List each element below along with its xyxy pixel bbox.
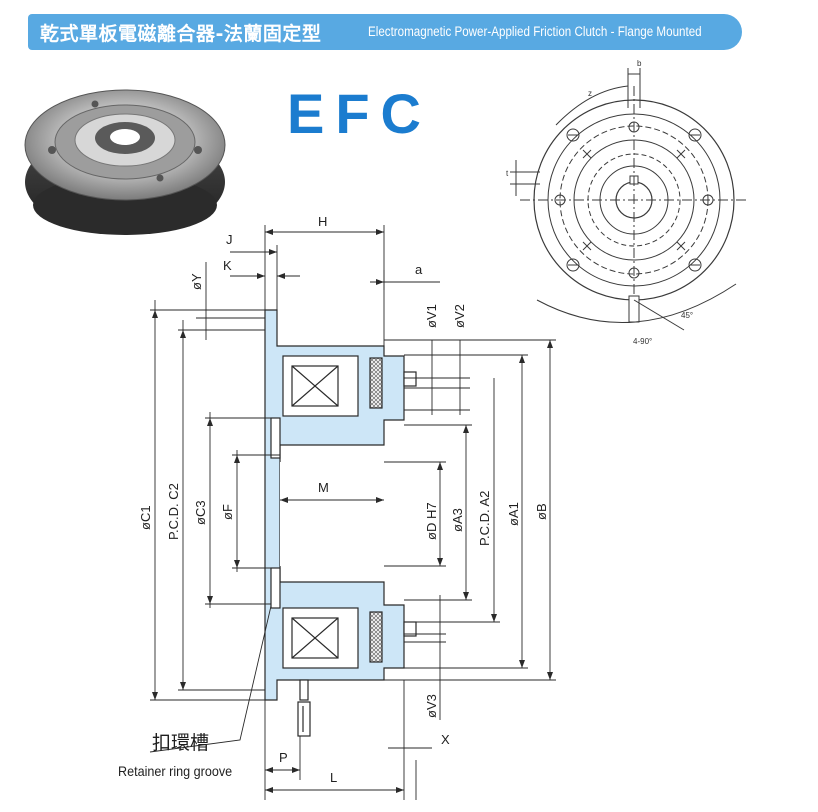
dim-k-label: K: [223, 258, 232, 273]
dim-f-label: øF: [220, 504, 235, 520]
angle-label: 45°: [681, 311, 693, 320]
dim-h-label: H: [318, 214, 327, 229]
dim-c2-label: P.C.D. C2: [166, 483, 181, 540]
dim-a-label: a: [415, 262, 423, 277]
dim-z-label: z: [588, 89, 592, 98]
dim-x-label: X: [441, 732, 450, 747]
dim-a3-label: øA3: [450, 508, 465, 532]
dim-v2-label: øV2: [452, 304, 467, 328]
dim-l-label: L: [330, 770, 337, 785]
dim-m-label: M: [318, 480, 329, 495]
title-english: Electromagnetic Power-Applied Friction C…: [368, 24, 702, 39]
dimension-lines: [149, 225, 556, 800]
title-banner: 乾式單板電磁離合器-法蘭固定型 Electromagnetic Power-Ap…: [28, 14, 742, 50]
dim-v3-label: øV3: [424, 694, 439, 718]
dim-d-label: øD H7: [424, 502, 439, 540]
dim-c1-label: øC1: [138, 505, 153, 530]
section-view-drawing: [264, 309, 417, 737]
retainer-groove-label-zh: 扣環槽: [152, 732, 210, 754]
dimension-arrows: [152, 229, 553, 793]
holes-label: 4-90°: [633, 337, 652, 346]
model-name: EFC: [287, 82, 432, 145]
dim-a1-label: øA1: [506, 502, 521, 526]
product-photo: [24, 89, 226, 235]
dim-j-label: J: [226, 232, 233, 247]
retainer-groove-label-en: Retainer ring groove: [118, 763, 233, 779]
dim-v1-label: øV1: [424, 304, 439, 328]
dim-t-label: t: [506, 169, 509, 178]
dim-a2-label: P.C.D. A2: [477, 491, 492, 546]
front-view-drawing: [510, 68, 748, 331]
title-chinese: 乾式單板電磁離合器-法蘭固定型: [40, 23, 322, 45]
dim-c3-label: øC3: [193, 500, 208, 525]
dim-p-label: P: [279, 750, 288, 765]
dim-y-label: øY: [189, 273, 204, 290]
dim-b-label: b: [637, 59, 642, 68]
dim-b-label: øB: [534, 503, 549, 520]
